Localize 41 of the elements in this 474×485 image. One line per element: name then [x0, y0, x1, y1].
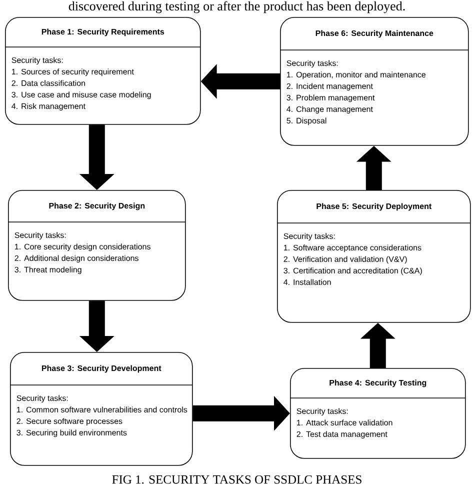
cut-off-text-line: discovered during testing or after the product has been deployed.: [68, 1, 405, 14]
phase-heading: Phase 3: Security Development: [42, 365, 162, 373]
task-item: 1. Software acceptance considerations: [284, 244, 422, 252]
task-item: 1. Sources of security requirement: [12, 68, 134, 76]
phase-box: [10, 352, 193, 466]
task-item: 5. Disposal: [286, 118, 326, 126]
task-item: 2. Test data management: [296, 431, 388, 439]
task-item: 3. Use case and misuse case modeling: [12, 92, 151, 100]
tasks-heading: Security tasks:: [284, 233, 335, 241]
task-item: 4. Risk management: [12, 103, 86, 111]
task-item: 2. Additional design considerations: [14, 255, 138, 263]
task-item: 4. Installation: [284, 279, 331, 285]
tasks-heading: Security tasks:: [296, 408, 348, 416]
tasks-heading: Security tasks:: [16, 395, 68, 403]
task-item: 4. Change management: [286, 106, 373, 114]
phase-box: [4, 17, 201, 125]
task-item: 2. Incident management: [286, 83, 373, 91]
task-item: 2. Verification and validation (V&V): [284, 256, 407, 264]
task-item: 1. Core security design considerations: [15, 244, 150, 252]
phase-box: [276, 190, 471, 323]
task-item: 3. Certification and accreditation (C&A): [284, 268, 422, 276]
task-item: 2. Data classification: [12, 80, 85, 86]
phase-heading: Phase 6: Security Maintenance: [316, 30, 434, 38]
tasks-heading: Security tasks:: [14, 232, 66, 240]
task-item: 1. Common software vulnerabilities and controls: [17, 406, 188, 412]
phase-heading: Phase 1: Security Requirements: [42, 28, 164, 36]
task-item: 3. Securing build environments: [16, 430, 127, 438]
phase-heading: Phase 5: Security Deployment: [316, 203, 432, 211]
task-item: 1. Operation, monitor and maintenance: [287, 72, 426, 80]
task-item: 3. Problem management: [286, 94, 375, 102]
phase-heading: Phase 2: Security Design: [49, 202, 145, 210]
phase-heading: Phase 4: Security Testing: [330, 380, 426, 388]
phase-box: [290, 368, 466, 459]
phase-box: [280, 17, 469, 146]
task-item: 3. Threat modeling: [14, 266, 82, 274]
task-item: 1. Attack surface validation: [297, 420, 392, 426]
tasks-heading: Security tasks:: [286, 60, 338, 68]
task-item: 2. Secure software processes: [16, 418, 122, 426]
tasks-heading: Security tasks:: [12, 57, 63, 65]
phase-box: [8, 190, 186, 301]
figure-caption: FIG 1. SECURITY TASKS OF SSDLC PHASES: [112, 475, 362, 484]
